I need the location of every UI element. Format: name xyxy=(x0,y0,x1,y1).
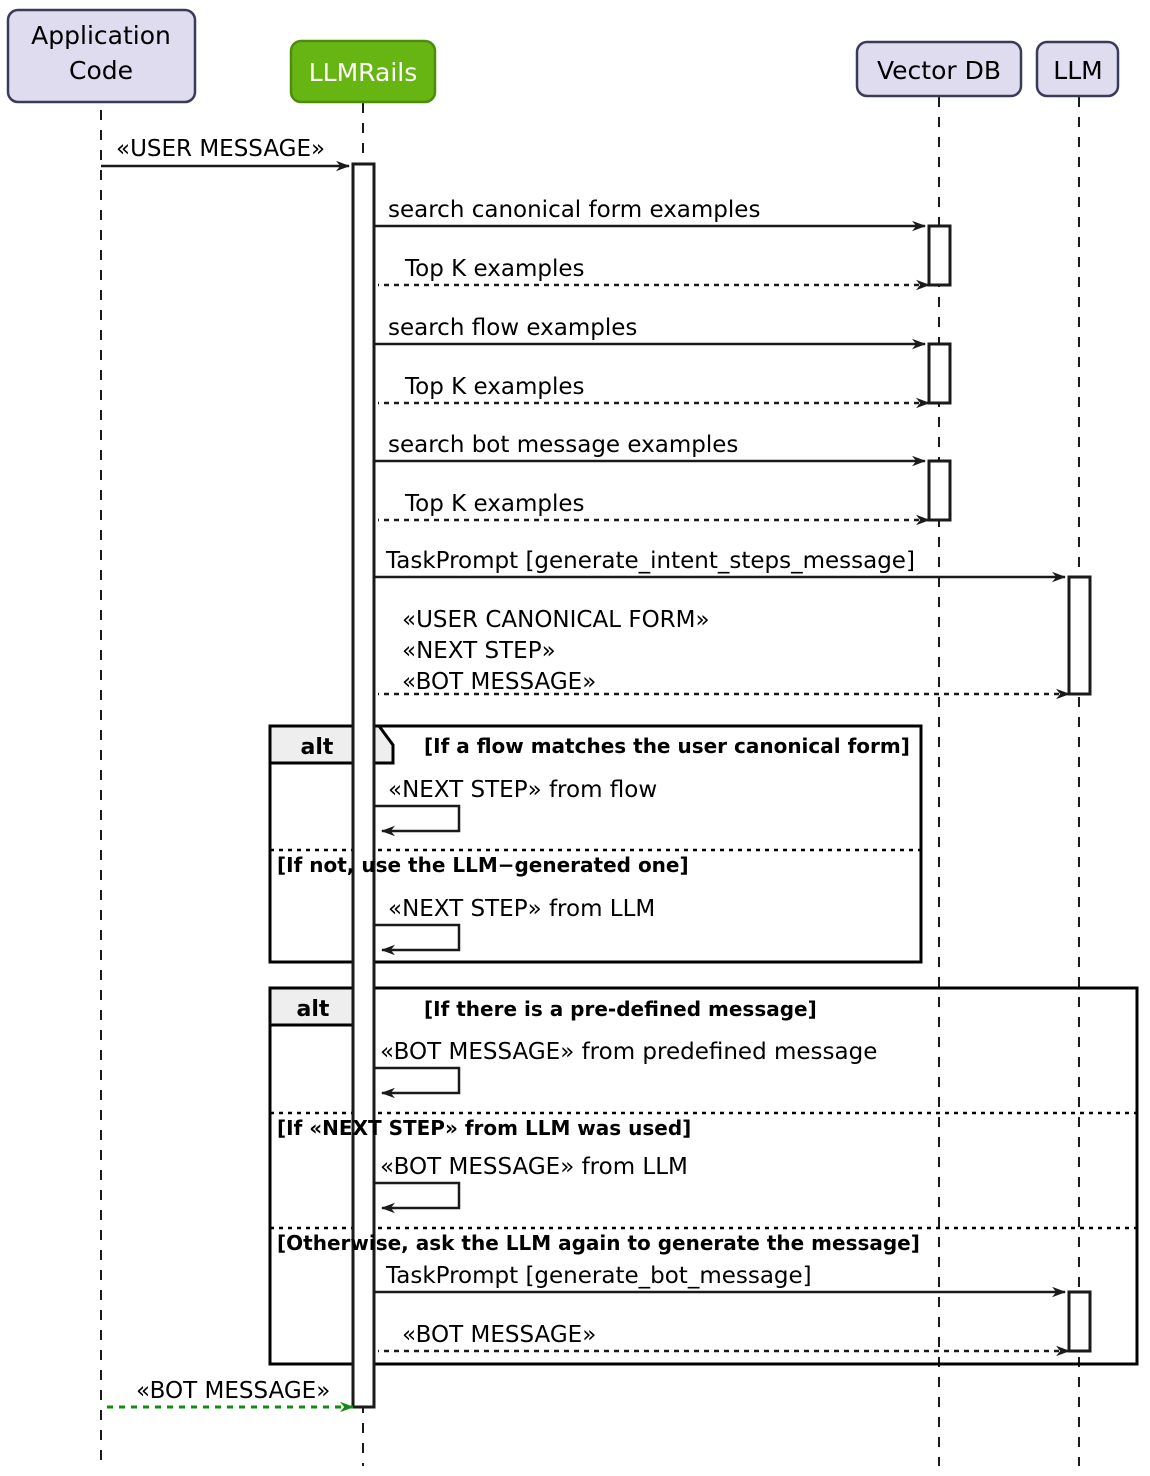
message-label-top-k-examples-3: Top K examples xyxy=(404,491,585,517)
participant-label-application-code-line2: Code xyxy=(69,56,133,85)
participant-label-vector-db: Vector DB xyxy=(877,56,1001,85)
message-label-search-bot-message-examples: search bot message examples xyxy=(388,432,738,458)
message-label-bot-message-to-application: «BOT MESSAGE» xyxy=(136,1378,330,1404)
message-label-bot-message-from-predefined: «BOT MESSAGE» from predefined message xyxy=(380,1039,877,1065)
frame-alt2-guard-2: [If «NEXT STEP» from LLM was used] xyxy=(277,1116,691,1140)
message-label-next-step-from-flow: «NEXT STEP» from flow xyxy=(388,777,657,803)
frame-alt1-guard-2: [If not, use the LLM−generated one] xyxy=(277,853,689,877)
arrow-next-step-from-flow xyxy=(374,804,461,837)
frame-alt2-border xyxy=(268,986,1139,1366)
frame-alt2-guard-3: [Otherwise, ask the LLM again to generat… xyxy=(277,1231,920,1255)
message-label-user-message: «USER MESSAGE» xyxy=(116,136,325,162)
message-label-next-step-from-llm: «NEXT STEP» from LLM xyxy=(388,896,655,922)
frame-labels: alt [If a flow matches the user canonica… xyxy=(277,734,920,1255)
message-label-search-flow-examples: search flow examples xyxy=(388,315,637,341)
message-label-taskprompt-generate-bot-message: TaskPrompt [generate_bot_message] xyxy=(385,1263,812,1289)
message-labels: «USER MESSAGE» search canonical form exa… xyxy=(116,136,915,1404)
participant-boxes xyxy=(6,8,1120,104)
participant-box-application-code[interactable] xyxy=(6,8,197,104)
message-label-user-canonical-form: «USER CANONICAL FORM» xyxy=(402,607,710,633)
participant-label-llm: LLM xyxy=(1053,56,1102,85)
frame-alt2-operator-label: alt xyxy=(297,997,330,1022)
participant-box-vector-db[interactable] xyxy=(855,40,1023,98)
participant-box-llm[interactable] xyxy=(1035,40,1120,98)
message-label-search-canonical-form-examples: search canonical form examples xyxy=(388,197,760,223)
arrow-bot-message-from-llm xyxy=(374,1181,461,1214)
activation-llm-2 xyxy=(1067,1290,1092,1353)
activation-vectordb-1 xyxy=(927,224,952,287)
message-arrows xyxy=(101,160,1070,1413)
arrow-bot-message-from-predefined xyxy=(374,1066,461,1099)
message-label-top-k-examples-2: Top K examples xyxy=(404,374,585,400)
participant-box-llmrails[interactable] xyxy=(289,39,437,104)
activation-llm-1 xyxy=(1067,575,1092,696)
participant-labels: Application Code LLMRails Vector DB LLM xyxy=(31,21,1103,87)
message-label-top-k-examples-1: Top K examples xyxy=(404,256,585,282)
message-label-bot-message-from-llm: «BOT MESSAGE» from LLM xyxy=(380,1154,688,1180)
message-label-bot-message-reply: «BOT MESSAGE» xyxy=(402,669,596,695)
participant-label-application-code-line1: Application xyxy=(31,21,171,50)
frame-alt1-border xyxy=(268,724,923,964)
message-label-taskprompt-generate-intent-steps-message: TaskPrompt [generate_intent_steps_messag… xyxy=(385,548,915,574)
participant-label-llmrails: LLMRails xyxy=(309,58,417,87)
activation-rails-main xyxy=(351,162,376,1409)
frame-alt1-guard-1: [If a flow matches the user canonical fo… xyxy=(424,734,910,758)
activation-bars xyxy=(351,162,1092,1409)
frame-alt1-operator-label: alt xyxy=(301,735,334,760)
message-label-next-step-reply: «NEXT STEP» xyxy=(402,638,556,664)
message-label-bot-message-from-llm-reply: «BOT MESSAGE» xyxy=(402,1322,596,1348)
activation-vectordb-2 xyxy=(927,342,952,405)
arrow-next-step-from-llm xyxy=(374,923,461,956)
activation-vectordb-3 xyxy=(927,459,952,522)
frame-alt2 xyxy=(268,986,1139,1366)
frame-alt2-guard-1: [If there is a pre-defined message] xyxy=(424,997,817,1021)
